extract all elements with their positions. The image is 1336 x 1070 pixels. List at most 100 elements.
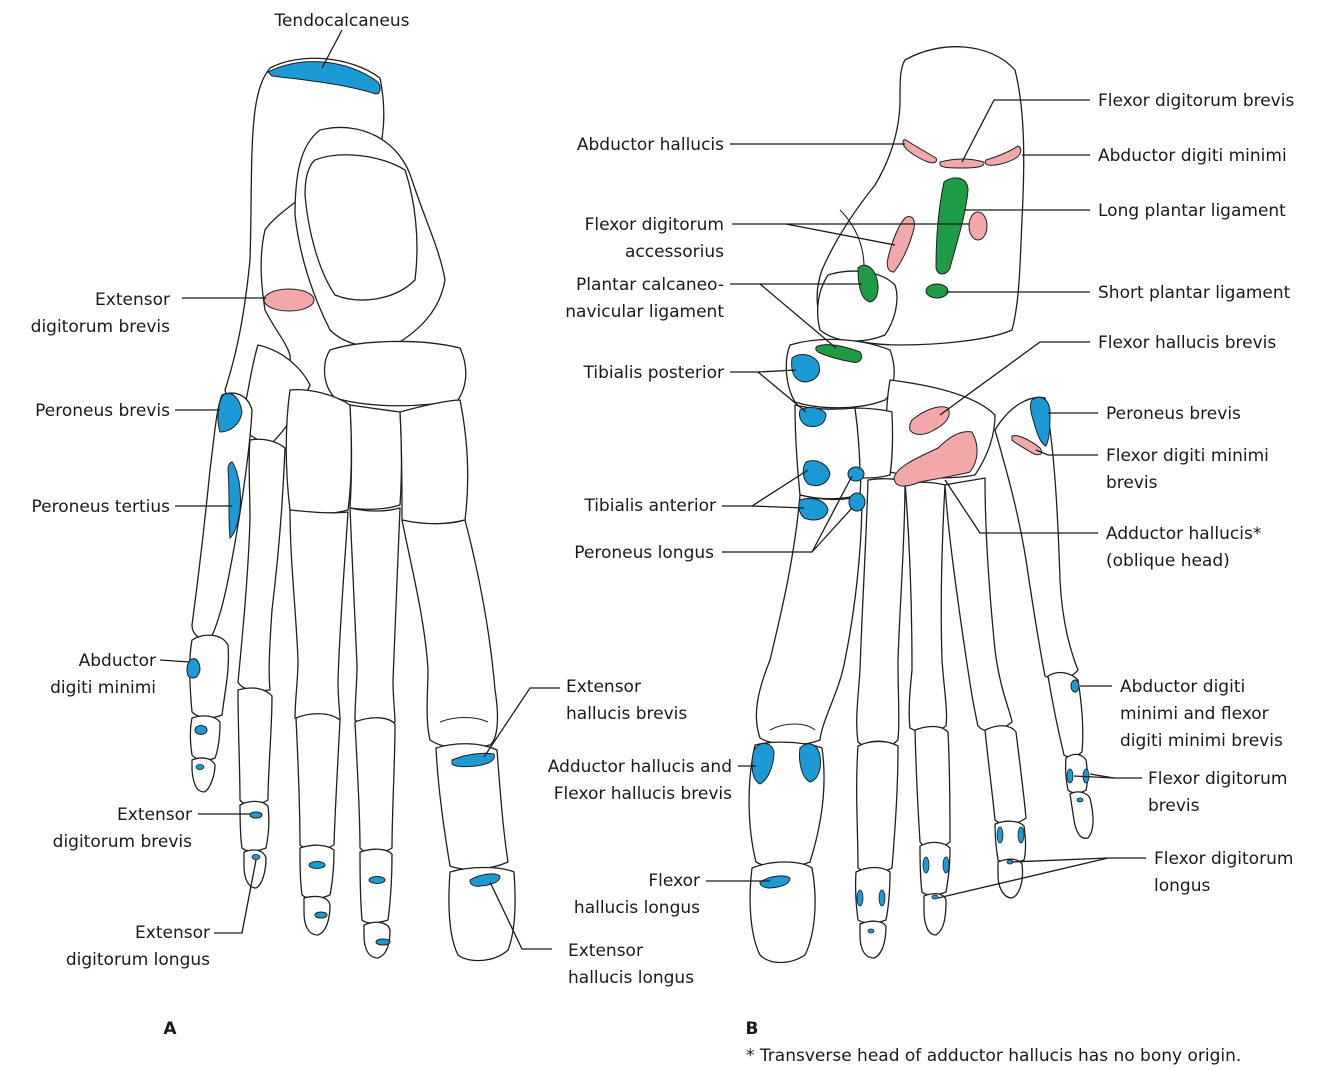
talus-plantar [818,271,897,341]
label-adm-a-1: Abductor [79,651,156,671]
label-ehb-1: Extensor [566,677,641,697]
label-fdb-low-1: Flexor digitorum [1148,769,1287,789]
label-ehl-2: hallucis longus [568,968,694,988]
fdb-insertion-d3-b [943,857,949,873]
label-ah-fhb-1: Adductor hallucis and [548,757,732,777]
d5-dorsal-mark-2 [196,765,204,770]
d5-distal-phalanx [192,758,215,792]
b-d2-proximal [857,742,898,873]
label-adm-fdmb-1: Abductor digiti [1120,677,1245,697]
label-edl-2: digitorum longus [66,950,210,970]
label-adm-a-2: digiti minimi [50,678,156,698]
b-d2-distal [860,921,886,958]
fdb-insertion-d2-b [879,890,885,906]
label-pcn-1: Plantar calcaneo- [576,275,724,295]
label-adm-fdmb-3: digiti minimi brevis [1120,731,1283,751]
d3-dorsal-mark-2 [315,912,327,918]
fdl-insertion-d2 [868,929,874,933]
label-edb-top-2: digitorum brevis [31,317,170,337]
label-fda-2: accessorius [625,242,724,262]
d5-middle-phalanx [191,716,221,760]
panel-a-letter: A [163,1019,177,1039]
tibialis-posterior-insertion-1 [792,355,820,382]
label-tibialis-posterior: Tibialis posterior [583,363,725,383]
d5-dorsal-mark-1 [195,726,207,735]
intermediate-cuneiform-plantar [855,408,893,478]
d2-middle-phalanx [360,849,392,923]
d2-dorsal-mark-2 [376,939,390,945]
label-fdb-low-2: brevis [1148,796,1200,816]
b-d3-proximal [915,726,950,848]
d3-middle-phalanx [300,845,334,899]
label-edb-low-2: digitorum brevis [53,832,192,852]
extensor-digitorum-brevis-insertion [250,812,262,818]
metatarsal-2-a [350,508,400,726]
label-fdl-1: Flexor digitorum [1154,849,1293,869]
label-ehb-2: hallucis brevis [566,704,687,724]
d3-proximal-phalanx [296,714,340,851]
fdb-insertion-d3-a [923,857,929,873]
label-fhb: Flexor hallucis brevis [1098,333,1276,353]
label-peroneus-brevis-a: Peroneus brevis [35,401,170,421]
metatarsal-3-b [905,482,947,732]
leader-fdl-1 [1012,858,1146,862]
short-plantar-ligament [926,284,948,298]
footnote: * Transverse head of adductor hallucis h… [746,1046,1241,1066]
d2-dorsal-mark-1 [369,877,385,884]
label-adm-fdmb-2: minimi and flexor [1120,704,1269,724]
fdb-insertion-d4-a [997,827,1003,843]
fdl-insertion-d3 [932,895,938,899]
label-edb-top-1: Extensor [95,290,170,310]
d3-dorsal-mark-1 [309,862,325,869]
leader-tibialis-anterior-2 [752,506,804,508]
metatarsal-5-b [995,397,1078,679]
b-d3-distal [924,894,946,935]
label-peroneus-tertius: Peroneus tertius [31,497,170,517]
label-pcn-2: navicular ligament [565,302,724,322]
extensor-digitorum-longus-insertion-d4 [252,855,260,860]
label-peroneus-brevis-b: Peroneus brevis [1106,404,1241,424]
metatarsal-1-a [402,520,497,748]
fdb-insertion-d4-b [1018,827,1024,843]
extensor-digitorum-brevis-origin [264,289,314,311]
fdb-insertion-d2-a [857,890,863,906]
b-d4-proximal [985,726,1026,825]
d4-middle-phalanx [240,801,269,851]
label-fdl-2: longus [1154,876,1210,896]
label-fdmb-2: brevis [1106,473,1158,493]
label-long-plantar: Long plantar ligament [1098,201,1286,221]
d2-proximal-phalanx [355,718,395,854]
fdl-insertion-d5 [1077,798,1083,802]
adm-fdmb-insertion [1071,680,1079,692]
label-tendocalcaneus: Tendocalcaneus [273,11,409,31]
label-abductor-hallucis: Abductor hallucis [577,135,724,155]
label-fdb-top: Flexor digitorum brevis [1098,91,1294,111]
panel-a-dorsal-foot: Tendocalcaneus Extensor digitorum brevis… [31,11,695,1039]
d4-proximal-phalanx [238,688,272,805]
metatarsal-3-a [290,510,348,724]
lateral-cuneiform [286,390,351,514]
label-adm-top: Abductor digiti minimi [1098,146,1287,166]
label-peroneus-longus: Peroneus longus [574,543,714,563]
label-fhl-1: Flexor [648,871,700,891]
label-adductor-oblique-2: (oblique head) [1106,551,1230,571]
flexor-digitorum-brevis-origin [940,159,984,168]
label-fdmb-1: Flexor digiti minimi [1106,446,1269,466]
label-ehl-1: Extensor [568,941,643,961]
leader-fdl-2 [938,858,1108,898]
intermediate-cuneiform [350,405,402,509]
medial-cuneiform [400,400,468,524]
panel-b-letter: B [746,1019,759,1039]
label-tibialis-anterior: Tibialis anterior [583,496,716,516]
label-edb-low-1: Extensor [117,805,192,825]
metatarsal-1-b [756,495,862,745]
label-short-plantar: Short plantar ligament [1098,283,1291,303]
label-fhl-2: hallucis longus [574,898,700,918]
leader-adm-a [160,660,190,662]
metatarsal-2-b [857,479,905,750]
panel-b-plantar-foot: Abductor hallucis Flexor digitorum brevi… [548,47,1295,1039]
leader-tibialis-anterior-1 [722,470,808,506]
flexor-digitorum-accessorius-origin-lateral [969,212,987,240]
navicular-bone [325,341,466,405]
